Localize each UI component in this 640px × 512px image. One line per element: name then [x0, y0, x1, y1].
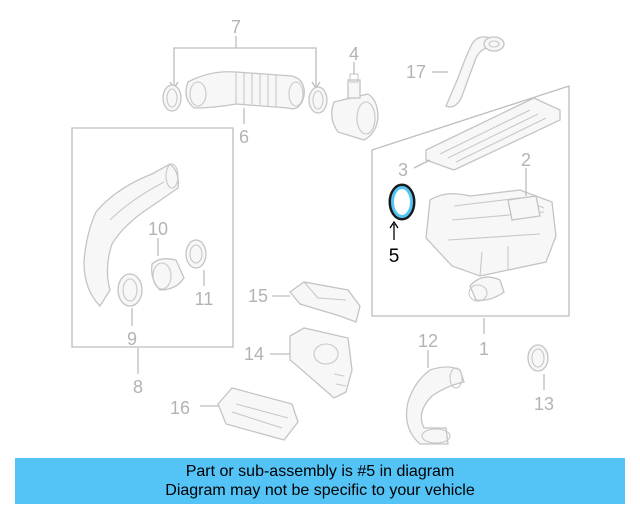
clamp-11 — [185, 239, 207, 269]
label-8: 8 — [133, 377, 143, 397]
label-12: 12 — [418, 331, 438, 351]
label-5: 5 — [389, 246, 400, 267]
duct-16 — [217, 387, 299, 441]
parts-diagram: 7 4 17 6 3 2 5 10 11 9 8 15 14 16 12 1 1… — [71, 17, 570, 445]
label-2: 2 — [521, 150, 531, 170]
label-6: 6 — [239, 127, 249, 147]
group-box-1 — [371, 85, 570, 317]
leader-7 — [173, 36, 317, 88]
hose-12 — [405, 366, 465, 445]
label-13: 13 — [534, 394, 554, 414]
group-box-8 — [71, 127, 234, 348]
label-17: 17 — [406, 62, 426, 82]
filter-element-3 — [425, 97, 561, 171]
label-15: 15 — [248, 286, 268, 306]
clamp-7-left — [162, 84, 182, 112]
airflow-sensor-4 — [331, 73, 379, 141]
intake-duct-8 — [83, 163, 179, 308]
banner-line-2: Diagram may not be specific to your vehi… — [165, 482, 475, 499]
connector-10 — [151, 258, 185, 291]
banner-line-1: Part or sub-assembly is #5 in diagram — [185, 463, 455, 480]
air-cleaner-housing-1 — [425, 189, 557, 302]
clamp-9 — [117, 273, 143, 307]
label-14: 14 — [244, 344, 264, 364]
label-9: 9 — [127, 329, 137, 349]
leader-3 — [413, 159, 431, 169]
label-7: 7 — [231, 17, 241, 37]
clamp-13 — [527, 344, 549, 372]
breather-hose-17 — [445, 36, 505, 108]
label-1: 1 — [479, 339, 489, 359]
label-16: 16 — [170, 398, 190, 418]
duct-14 — [289, 327, 353, 399]
label-10: 10 — [148, 219, 168, 239]
label-3: 3 — [398, 160, 408, 180]
gasket-5 — [388, 183, 416, 221]
cover-15 — [289, 281, 361, 323]
label-11: 11 — [195, 289, 214, 309]
info-banner: Part or sub-assembly is #5 in diagram Di… — [15, 458, 625, 504]
label-4: 4 — [349, 44, 359, 64]
clamp-7-right — [308, 86, 328, 114]
bellows-hose-6 — [185, 71, 305, 110]
